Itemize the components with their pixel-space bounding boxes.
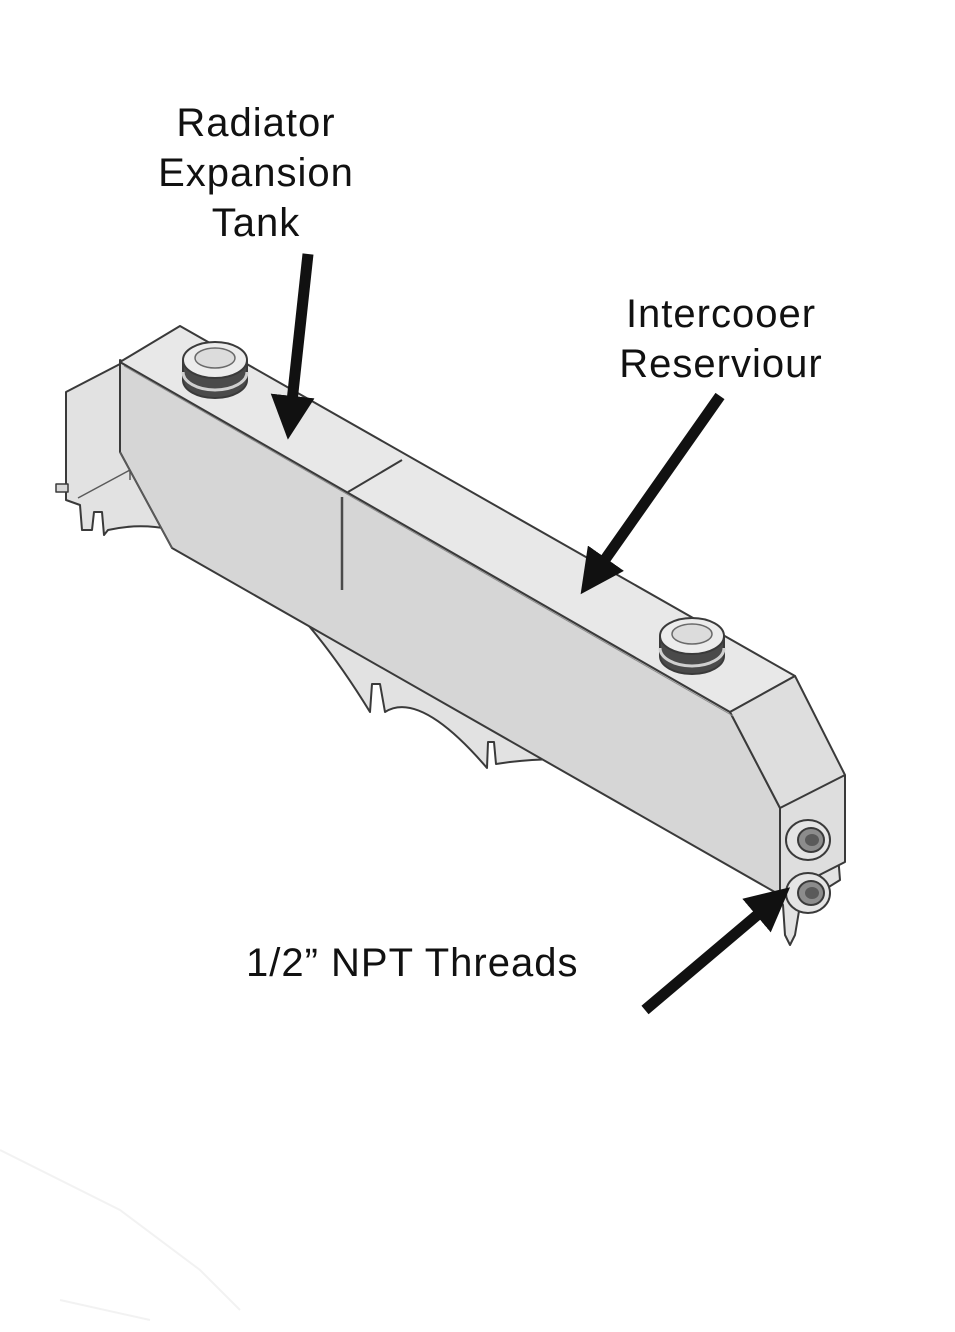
npt-fitting-upper [785,819,831,861]
label-line: Intercooer [625,292,817,336]
npt-fitting-lower [785,872,831,914]
label-intercooler-reservoir: Intercooer Reserviour [596,289,846,389]
filler-cap-intercooler [658,617,726,675]
arrow-radiator [270,253,315,440]
label-line: Reserviour [619,342,823,386]
label-line: Expansion [158,151,354,195]
label-npt-threads: 1/2” NPT Threads [246,938,626,988]
tank-body [119,325,846,896]
label-line: Radiator [176,101,336,145]
filler-cap-radiator [181,341,249,399]
arrow-npt [641,887,791,1015]
arrow-intercooler [580,392,725,595]
label-radiator-expansion-tank: Radiator Expansion Tank [136,98,376,248]
background-artifact [0,1149,241,1321]
label-line: 1/2” NPT Threads [246,941,579,985]
chamber-divider [347,459,403,493]
label-line: Tank [211,201,301,245]
